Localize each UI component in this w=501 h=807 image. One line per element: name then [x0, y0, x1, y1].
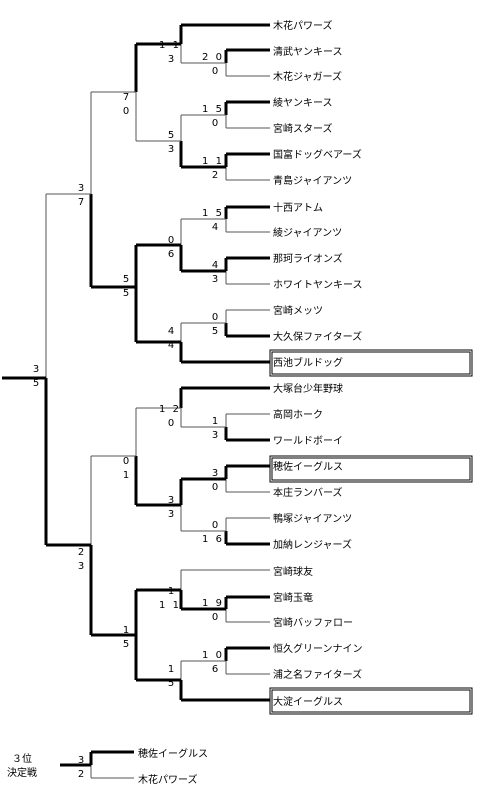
score-m1-top: 2 0 — [202, 52, 224, 63]
seed-box-oyodo — [269, 687, 473, 715]
bracket-labels: 木花パワーズ 清武ヤンキース 木花ジャガーズ 綾ヤンキース 宮崎スターズ 国富ド… — [7, 19, 363, 786]
score-m8-top: 4 — [212, 260, 220, 271]
score-m6-bottom: 0 — [123, 106, 131, 117]
score-m23-bottom: 5 — [168, 678, 176, 689]
team-16: ワールドボーイ — [273, 435, 343, 447]
third-place-team-1: 穂佐イーグルス — [138, 747, 208, 760]
team-15: 高岡ホーク — [273, 408, 323, 421]
score-m22-top: 1 0 — [202, 650, 224, 661]
team-26: 大淀イーグルス — [273, 695, 343, 708]
score-m5-top: 5 — [168, 130, 176, 141]
score-m22-bottom: 6 — [212, 664, 220, 675]
score-m9-bottom: 6 — [168, 249, 176, 260]
score-m11-top: 4 — [168, 326, 176, 337]
score-m20-top: 1 9 — [202, 598, 224, 609]
team-21: 宮崎球友 — [273, 565, 313, 578]
seed-box-hosa-inner — [271, 457, 471, 481]
score-m15-top: 1 2 — [159, 404, 181, 415]
team-1: 清武ヤンキース — [273, 45, 343, 58]
team-20: 加納レンジャーズ — [273, 538, 352, 551]
third-place-score-bottom: 2 — [78, 769, 86, 780]
score-final-top: 3 — [33, 364, 41, 375]
seed-box-nishiike — [269, 349, 473, 377]
score-m17-top: 0 — [212, 520, 220, 531]
team-17: 穂佐イーグルス — [273, 460, 343, 473]
score-m19-bottom: 1 — [123, 470, 131, 481]
highlight-boxes — [269, 349, 473, 715]
score-m10-bottom: 5 — [212, 326, 220, 337]
score-m10-top: 0 — [212, 312, 220, 323]
score-m17-bottom: 1 6 — [202, 534, 224, 545]
score-m8-bottom: 3 — [212, 274, 220, 285]
score-m21-bottom: 1 1 — [159, 600, 181, 611]
score-m16-top: 3 — [212, 468, 220, 479]
score-m24-top: 1 — [123, 625, 131, 636]
team-24: 恒久グリーンナイン — [273, 642, 363, 655]
score-m14-top: 1 — [212, 416, 220, 427]
seed-box-nishiike-inner — [271, 351, 471, 375]
team-14: 大塚台少年野球 — [273, 382, 343, 395]
team-4: 宮崎スターズ — [273, 122, 333, 135]
score-m4-top: 1 1 — [202, 156, 224, 167]
team-6: 青島ジャイアンツ — [273, 174, 352, 187]
seed-box-hosa — [269, 455, 473, 483]
third-place-label-line1: ３位 — [12, 752, 32, 765]
score-m24-bottom: 5 — [123, 639, 131, 650]
score-m3-bottom: 0 — [212, 118, 220, 129]
team-7: 十西アトム — [273, 201, 323, 214]
team-2: 木花ジャガーズ — [273, 70, 342, 83]
score-m12-top: 5 — [123, 274, 131, 285]
score-m6-top: 7 — [123, 92, 131, 103]
score-m7-bottom: 4 — [212, 222, 220, 233]
score-m2-bottom: 3 — [168, 54, 176, 65]
team-22: 宮崎玉竜 — [273, 591, 313, 604]
score-m20-bottom: 0 — [212, 612, 220, 623]
team-10: ホワイトヤンキース — [273, 279, 363, 291]
score-m9-top: 0 — [168, 235, 176, 246]
score-m7-top: 1 5 — [202, 208, 224, 219]
team-8: 綾ジャイアンツ — [273, 226, 342, 239]
third-place-team-2: 木花パワーズ — [138, 773, 198, 786]
team-9: 那珂ライオンズ — [273, 252, 343, 265]
team-5: 国富ドッグベアーズ — [273, 148, 362, 161]
score-m4-bottom: 2 — [212, 170, 220, 181]
score-m11-bottom: 4 — [168, 340, 176, 351]
score-m15-bottom: 0 — [168, 418, 176, 429]
score-m2-top: 1 1 — [159, 40, 181, 51]
score-m13-bottom: 7 — [78, 197, 86, 208]
third-place-score-top: 3 — [78, 755, 86, 766]
team-11: 宮崎メッツ — [273, 304, 323, 317]
score-m16-bottom: 0 — [212, 482, 220, 493]
score-final-bottom: 5 — [33, 378, 41, 389]
team-18: 本庄ランバーズ — [273, 486, 343, 499]
score-m1-bottom: 0 — [212, 66, 220, 77]
score-m25-bottom: 3 — [78, 561, 86, 572]
bracket-lines — [2, 23, 270, 779]
team-0: 木花パワーズ — [273, 19, 333, 32]
score-m5-bottom: 3 — [168, 144, 176, 155]
score-m12-bottom: 5 — [123, 288, 131, 299]
score-m21-top: 1 — [168, 586, 176, 597]
team-13: 西池ブルドッグ — [273, 356, 343, 369]
score-m14-bottom: 3 — [212, 430, 220, 441]
team-19: 鴨塚ジャイアンツ — [273, 512, 352, 525]
seed-box-oyodo-inner — [271, 689, 471, 713]
score-m18-bottom: 3 — [168, 509, 176, 520]
third-place-label-line2: 決定戦 — [7, 766, 37, 779]
score-m3-top: 1 5 — [202, 104, 224, 115]
team-23: 宮崎バッファロー — [273, 616, 353, 629]
score-m23-top: 1 — [168, 664, 176, 675]
team-25: 浦之名ファイターズ — [273, 668, 362, 681]
score-m19-top: 0 — [123, 456, 131, 467]
team-12: 大久保ファイターズ — [273, 330, 362, 343]
score-m13-top: 3 — [78, 183, 86, 194]
score-m18-top: 3 — [168, 495, 176, 506]
score-m25-top: 2 — [78, 547, 86, 558]
team-3: 綾ヤンキース — [273, 96, 333, 109]
